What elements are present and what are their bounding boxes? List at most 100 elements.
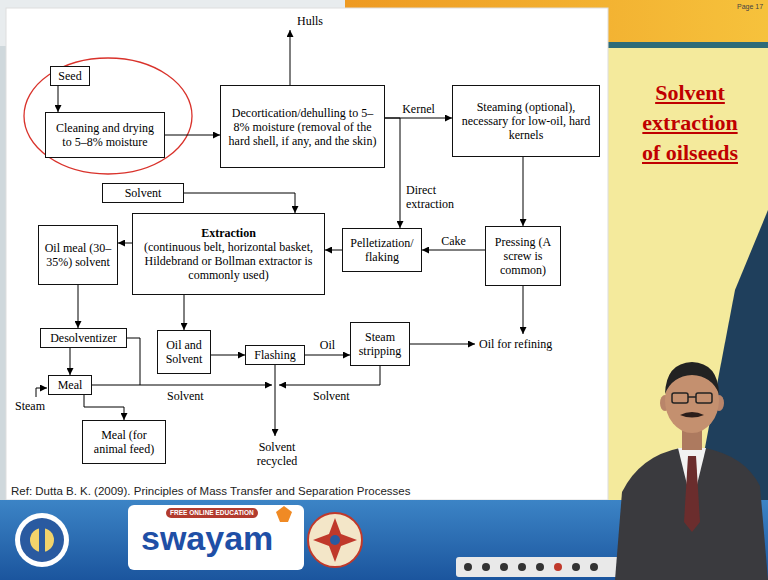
flow-arrow — [523, 157, 524, 226]
flow-arrow — [211, 355, 245, 356]
institute-logo — [15, 513, 69, 567]
mustache — [680, 412, 704, 418]
swayam-logo — [128, 505, 304, 570]
box-text: Pelletization/ flaking — [347, 236, 417, 264]
logo-ring — [15, 513, 69, 567]
recycle-line — [127, 338, 140, 385]
box-text: Solvent — [125, 186, 162, 200]
flow-label: Oil for refining — [478, 337, 553, 351]
annotation-ellipse — [24, 58, 192, 174]
process-box: Steam stripping — [350, 322, 410, 366]
logo-mark — [39, 526, 45, 554]
page-number: Page 17 — [736, 2, 764, 11]
toolbar-icon — [500, 563, 508, 571]
steam-inlet — [36, 388, 47, 397]
process-box: Extraction(continuous belt, horizontal b… — [132, 213, 325, 295]
box-text: Pressing (A screw is common) — [490, 235, 556, 277]
toolbar-icon — [554, 563, 562, 571]
reference-note: Ref: Dutta B. K. (2009). Principles of M… — [10, 484, 412, 498]
edge-label: Kernel — [401, 102, 436, 116]
logo-emblem — [276, 506, 292, 522]
slide-title: Solvent extraction of oilseeds — [632, 78, 748, 168]
toolbar-icon — [590, 563, 598, 571]
player-toolbar — [456, 557, 621, 577]
process-box: Pelletization/ flaking — [342, 228, 422, 272]
outlet-arrow — [410, 344, 475, 345]
flow-arrow — [118, 243, 132, 244]
logo-tagline: FREE ONLINE EDUCATION — [166, 508, 258, 518]
logo-panel — [128, 505, 304, 570]
glasses — [672, 393, 688, 403]
edge-label: Oil — [319, 338, 336, 352]
flow-arrow — [70, 348, 71, 375]
process-box: Desolventizer — [40, 328, 127, 348]
flow-label: Hulls — [296, 14, 324, 28]
outlet-arrow — [523, 286, 524, 334]
process-box: Meal — [48, 375, 92, 395]
flow-label: Steam — [14, 399, 46, 413]
process-box: Oil and Solvent — [157, 330, 211, 374]
logo-disc — [20, 518, 64, 562]
toolbar-icon — [482, 563, 490, 571]
flow-arrow — [385, 118, 400, 228]
diagram-area — [6, 8, 608, 500]
box-text: Flashing — [254, 348, 295, 362]
box-text: Desolventizer — [50, 331, 117, 345]
process-box: Steaming (optional), necessary for low-o… — [452, 85, 600, 157]
process-box: Cleaning and drying to 5–8% moisture — [45, 112, 165, 158]
logo-wordmark: swayam — [140, 518, 274, 558]
process-box: Oil meal (30–35%) solvent — [38, 225, 118, 285]
flow-arrow — [184, 295, 185, 330]
toolbar-strip — [456, 557, 621, 577]
flow-arrow — [305, 355, 350, 356]
recycle-line — [92, 385, 272, 386]
toolbar-icon — [572, 563, 580, 571]
box-text: Steaming (optional), necessary for low-o… — [457, 100, 595, 142]
recycle-line — [275, 365, 276, 436]
flow-arrow — [58, 86, 59, 112]
suit — [615, 448, 768, 580]
box-text: Meal (for animal feed) — [87, 428, 161, 456]
box-text: Decortication/dehulling to 5–8% moisture… — [225, 106, 380, 148]
recycle-line — [279, 366, 380, 385]
flow-arrow — [165, 135, 220, 136]
flow-label: Solvent recycled — [245, 440, 309, 468]
box-text: (continuous belt, horizontal basket, Hil… — [137, 240, 320, 282]
process-box: Flashing — [245, 345, 305, 365]
flow-arrow — [84, 395, 124, 420]
flow-label: Solvent — [166, 389, 205, 403]
process-box: Solvent — [102, 183, 184, 203]
box-text: Meal — [58, 378, 83, 392]
flow-lines — [36, 30, 523, 436]
partner-logo — [308, 513, 362, 567]
process-box: Pressing (A screw is common) — [485, 226, 561, 286]
edge-label: Cake — [440, 234, 467, 248]
box-text: Seed — [58, 69, 81, 83]
logo-ring — [308, 513, 362, 567]
process-box: Decortication/dehulling to 5–8% moisture… — [220, 85, 385, 168]
logo-star — [313, 518, 357, 562]
flow-arrow — [422, 250, 485, 251]
logo-center — [330, 535, 340, 545]
hair — [665, 362, 719, 394]
flow-arrow — [325, 250, 342, 251]
flow-label: Solvent — [312, 389, 351, 403]
edge-label: Direct extraction — [405, 183, 469, 211]
flow-arrow — [78, 285, 79, 328]
glasses — [696, 393, 712, 403]
flow-arrow — [184, 193, 295, 213]
tie — [684, 456, 700, 532]
process-box: Seed — [50, 66, 90, 86]
toolbar-icon — [536, 563, 544, 571]
presenter-figure — [615, 362, 768, 580]
box-text: Oil meal (30–35%) solvent — [43, 241, 113, 269]
glasses — [688, 396, 696, 398]
outlet-arrow — [290, 30, 291, 85]
box-text: Oil and Solvent — [162, 338, 206, 366]
box-heading: Extraction — [201, 226, 256, 240]
toolbar-icon — [464, 563, 472, 571]
box-text: Steam stripping — [355, 330, 405, 358]
box-text: Cleaning and drying to 5–8% moisture — [50, 121, 160, 149]
